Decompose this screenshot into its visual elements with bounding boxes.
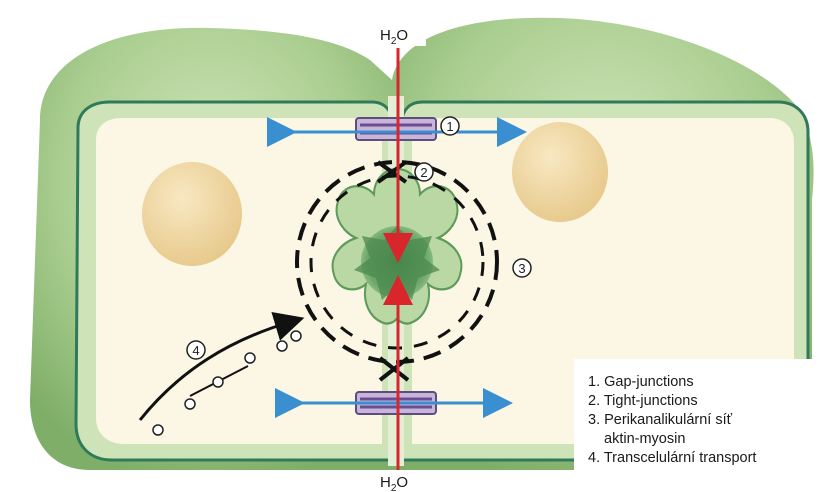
marker-4: 4 [187,341,205,359]
legend-item-gap-junctions: 1. Gap-junctions [588,373,830,392]
svg-text:2: 2 [420,165,427,180]
svg-text:4: 4 [192,343,199,358]
left-nucleus [142,162,242,266]
legend-item-transcellular-transport: 4. Transcelulární transport [588,449,830,468]
water-label-bottom: H2O [370,470,426,492]
marker-3: 3 [513,259,531,277]
marker-2: 2 [415,163,433,181]
legend-box: 1. Gap-junctions 2. Tight-junctions 3. P… [574,359,830,489]
right-nucleus [512,122,608,222]
legend-item-actin-myosin: aktin-myosin [588,430,830,449]
svg-text:1: 1 [446,119,453,134]
legend-item-pericanalicular-network: 3. Perikanalikulární síť [588,411,830,430]
water-label-top: H2O [370,22,426,47]
svg-text:3: 3 [518,261,525,276]
legend-item-tight-junctions: 2. Tight-junctions [588,392,830,411]
gap-junction-top [356,118,436,140]
marker-1: 1 [441,117,459,135]
